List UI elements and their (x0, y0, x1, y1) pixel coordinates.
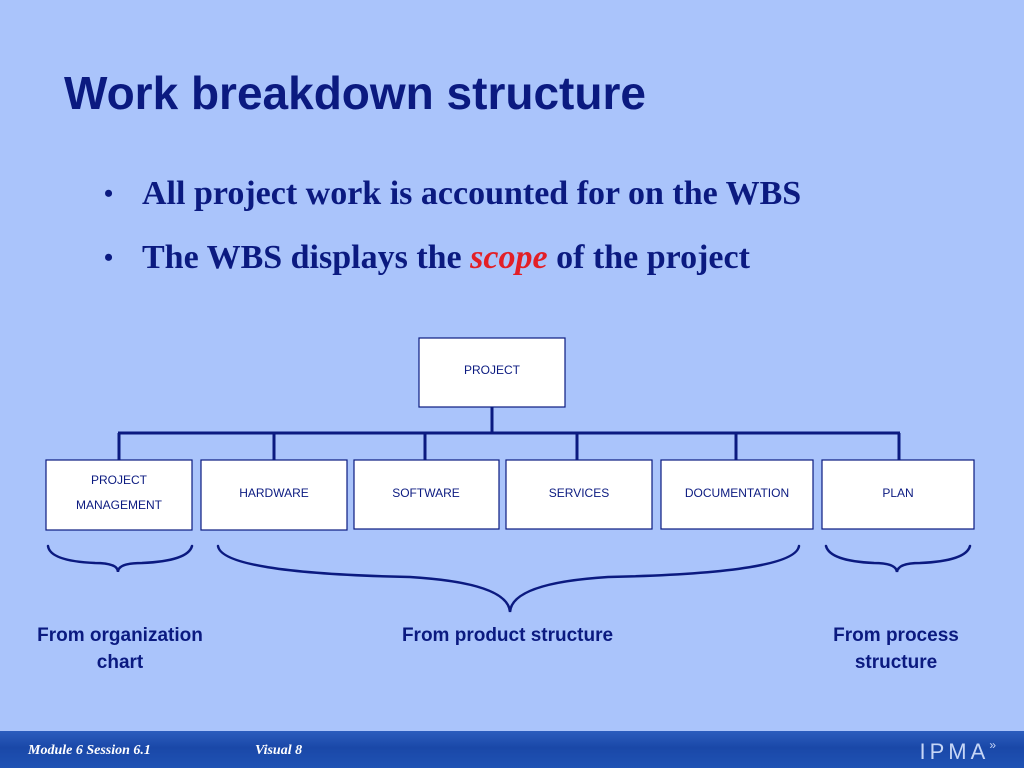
wbs-node-documentation: DOCUMENTATION (660, 459, 814, 530)
source-label-line1: From product structure (401, 625, 614, 646)
source-label-process: From process structure (796, 622, 996, 676)
brace-organization (46, 544, 194, 573)
brace-product (216, 544, 801, 613)
bullet-dot-icon: • (104, 243, 114, 272)
source-label-product: From product structure (360, 622, 655, 649)
source-label-line1: From organization (37, 625, 203, 646)
wbs-diagram: PROJECT PROJECT MANAGEMENT HARDWARE SOFT… (45, 337, 975, 613)
brace-process (824, 544, 972, 573)
bullet-dot-icon: • (104, 179, 114, 208)
ipma-logo: IPMA» (919, 738, 996, 765)
node-label: SOFTWARE (392, 486, 460, 500)
source-label-line2: structure (854, 652, 938, 673)
wbs-node-project-management: PROJECT MANAGEMENT (45, 459, 193, 531)
scope-emphasis: scope (470, 239, 548, 276)
footer-module: Module 6 Session 6.1 (28, 743, 151, 758)
ipma-logo-text: IPMA (919, 739, 990, 764)
slide-title: Work breakdown structure (64, 67, 646, 119)
node-label: DOCUMENTATION (685, 486, 789, 500)
source-label-line1: From process (833, 625, 959, 646)
bullet-text: All project work is accounted for on the… (142, 175, 802, 212)
wbs-connectors (117, 407, 901, 460)
wbs-node-software: SOFTWARE (353, 459, 500, 530)
node-label: SERVICES (549, 486, 609, 500)
node-label: PLAN (882, 486, 913, 500)
wbs-node-hardware: HARDWARE (200, 459, 348, 531)
footer-bar: Module 6 Session 6.1 Visual 8 IPMA» (0, 731, 1024, 768)
node-label: HARDWARE (239, 486, 309, 500)
bullet-list: • All project work is accounted for on t… (100, 174, 801, 302)
source-label-line2: chart (96, 652, 144, 673)
source-label-organization: From organization chart (10, 622, 230, 676)
wbs-node-plan: PLAN (821, 459, 975, 530)
bullet-text-after: of the project (547, 239, 750, 276)
ipma-logo-mark-icon: » (989, 738, 996, 752)
bullet-item: • The WBS displays the scope of the proj… (100, 238, 801, 302)
bullet-item: • All project work is accounted for on t… (100, 174, 801, 238)
node-label-line1: PROJECT (91, 473, 148, 487)
node-label-line2: MANAGEMENT (76, 498, 163, 512)
footer-visual: Visual 8 (255, 743, 303, 758)
root-node-label: PROJECT (464, 363, 521, 377)
wbs-root-node: PROJECT (418, 337, 566, 408)
wbs-node-services: SERVICES (505, 459, 653, 530)
bullet-text-before: The WBS displays the (142, 239, 471, 276)
